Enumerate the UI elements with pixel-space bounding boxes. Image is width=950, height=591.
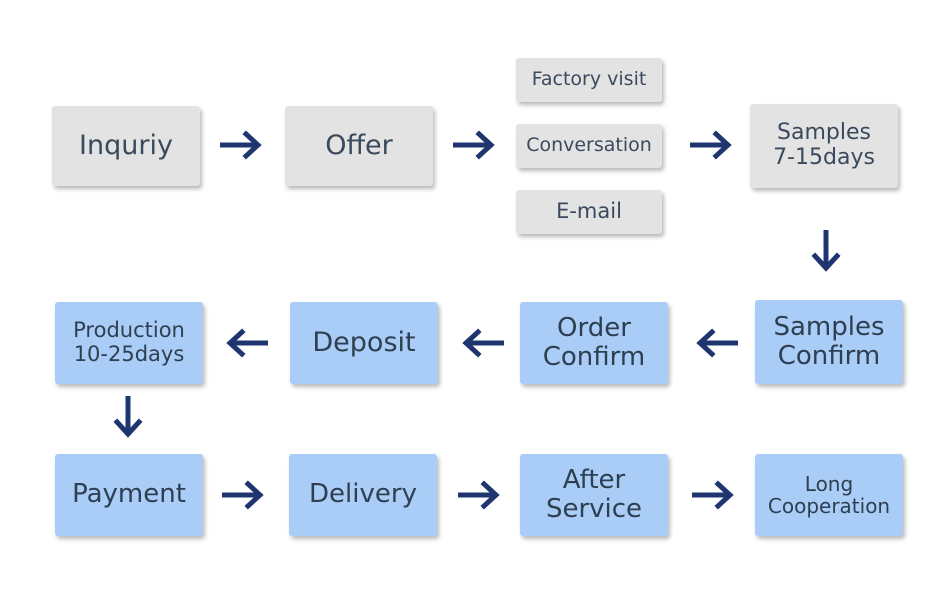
- deposit-box: Deposit: [290, 302, 438, 384]
- conversation-box: Conversation: [516, 124, 662, 168]
- arrow-left-icon: [460, 328, 504, 358]
- arrow-right-icon: [222, 480, 266, 510]
- arrow-right-icon: [458, 480, 502, 510]
- samples-confirm-box: Samples Confirm: [755, 300, 903, 384]
- arrow-down-icon: [811, 230, 841, 274]
- after-service-box: After Service: [520, 454, 668, 536]
- factory-visit-box: Factory visit: [516, 58, 662, 102]
- arrow-left-icon: [694, 328, 738, 358]
- arrow-down-icon: [113, 396, 143, 440]
- payment-box: Payment: [55, 454, 203, 536]
- arrow-left-icon: [224, 328, 268, 358]
- arrow-right-icon: [220, 130, 264, 160]
- offer-box: Offer: [285, 106, 433, 186]
- inquiry-box: Inquriy: [52, 106, 200, 186]
- arrow-right-icon: [690, 130, 734, 160]
- email-box: E-mail: [516, 190, 662, 234]
- samples-box: Samples 7-15days: [750, 104, 898, 188]
- arrow-right-icon: [453, 130, 497, 160]
- arrow-right-icon: [692, 480, 736, 510]
- long-cooperation-box: Long Cooperation: [755, 454, 903, 536]
- delivery-box: Delivery: [289, 454, 437, 536]
- production-box: Production 10-25days: [55, 302, 203, 384]
- order-confirm-box: Order Confirm: [520, 302, 668, 384]
